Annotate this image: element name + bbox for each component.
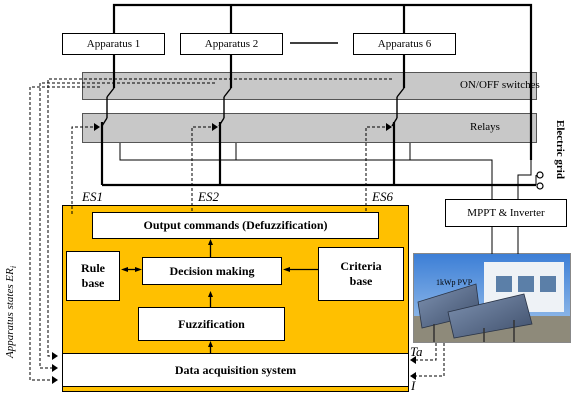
- top-bus-line: [112, 3, 533, 160]
- apparatus-states-text: Apparatus states ER: [4, 268, 16, 358]
- ta-signal: [416, 343, 437, 361]
- rule-base-label-1: Rule: [81, 261, 105, 275]
- output-commands-label: Output commands (Defuzzification): [143, 218, 328, 232]
- relay2-contact: [218, 117, 225, 127]
- fuzzification-label: Fuzzification: [178, 316, 245, 331]
- decision-making-label: Decision making: [169, 263, 255, 278]
- state-signal-2: [39, 82, 215, 369]
- fuzzification-box: Fuzzification: [138, 307, 285, 341]
- i-label: I: [411, 378, 416, 393]
- apparatus-2-box: Apparatus 2: [180, 33, 283, 55]
- apparatus-1-box: Apparatus 1: [62, 33, 165, 55]
- onoff-switches-bar: [82, 72, 537, 100]
- pv-label: 1kWp PVP: [436, 278, 473, 287]
- switch1-contact: [106, 87, 115, 98]
- apparatus-1-label: Apparatus 1: [86, 38, 141, 50]
- criteria-base-label-1: Criteria: [340, 259, 382, 273]
- ta-label: Ta: [410, 344, 423, 359]
- grid-terminal-1: [536, 171, 544, 179]
- apparatus-6-label: Apparatus 6: [377, 38, 432, 50]
- es2-label: ES2: [198, 189, 219, 204]
- rule-base-label-2: base: [81, 276, 105, 290]
- electric-grid-label: Electric grid: [554, 120, 566, 179]
- relay6-contact: [391, 117, 398, 127]
- relays-label: Relays: [470, 121, 500, 133]
- grid-terminal-2: [536, 182, 544, 190]
- mppt-inverter-box: MPPT & Inverter: [445, 199, 567, 227]
- data-acquisition-box: Data acquisition system: [62, 353, 409, 387]
- mppt-inverter-label: MPPT & Inverter: [467, 207, 545, 219]
- relay1-contact: [101, 117, 108, 127]
- thin-bus-pv: [119, 143, 493, 199]
- onoff-switches-label: ON/OFF switches: [460, 79, 540, 91]
- relays-bar: [82, 113, 537, 143]
- apparatus-2-label: Apparatus 2: [204, 38, 259, 50]
- switch2-contact: [223, 87, 232, 98]
- grid-to-mppt: [517, 160, 532, 199]
- state-signal-1: [29, 86, 100, 381]
- criteria-base-label-2: base: [349, 274, 373, 288]
- data-acquisition-label: Data acquisition system: [174, 362, 297, 377]
- es6-label: ES6: [372, 189, 393, 204]
- pv-plant-illustration: [414, 254, 570, 342]
- switch6-contact: [396, 87, 405, 98]
- output-commands-box: Output commands (Defuzzification): [92, 212, 379, 239]
- es2-signal: [191, 126, 212, 216]
- pv-plant-photo: 1kWp PVP: [413, 253, 571, 343]
- es1-label: ES1: [82, 189, 103, 204]
- state-signal-6: [47, 78, 392, 357]
- apparatus-states-label: Apparatus states ERi: [4, 266, 18, 358]
- rule-base-box: Rule base: [66, 251, 120, 301]
- i-signal: [416, 343, 445, 377]
- decision-making-box: Decision making: [142, 257, 282, 285]
- apparatus-6-box: Apparatus 6: [353, 33, 456, 55]
- criteria-base-box: Criteria base: [318, 247, 404, 301]
- es1-signal: [71, 126, 94, 214]
- es6-signal: [365, 126, 386, 216]
- apparatus-states-subscript: i: [9, 265, 19, 269]
